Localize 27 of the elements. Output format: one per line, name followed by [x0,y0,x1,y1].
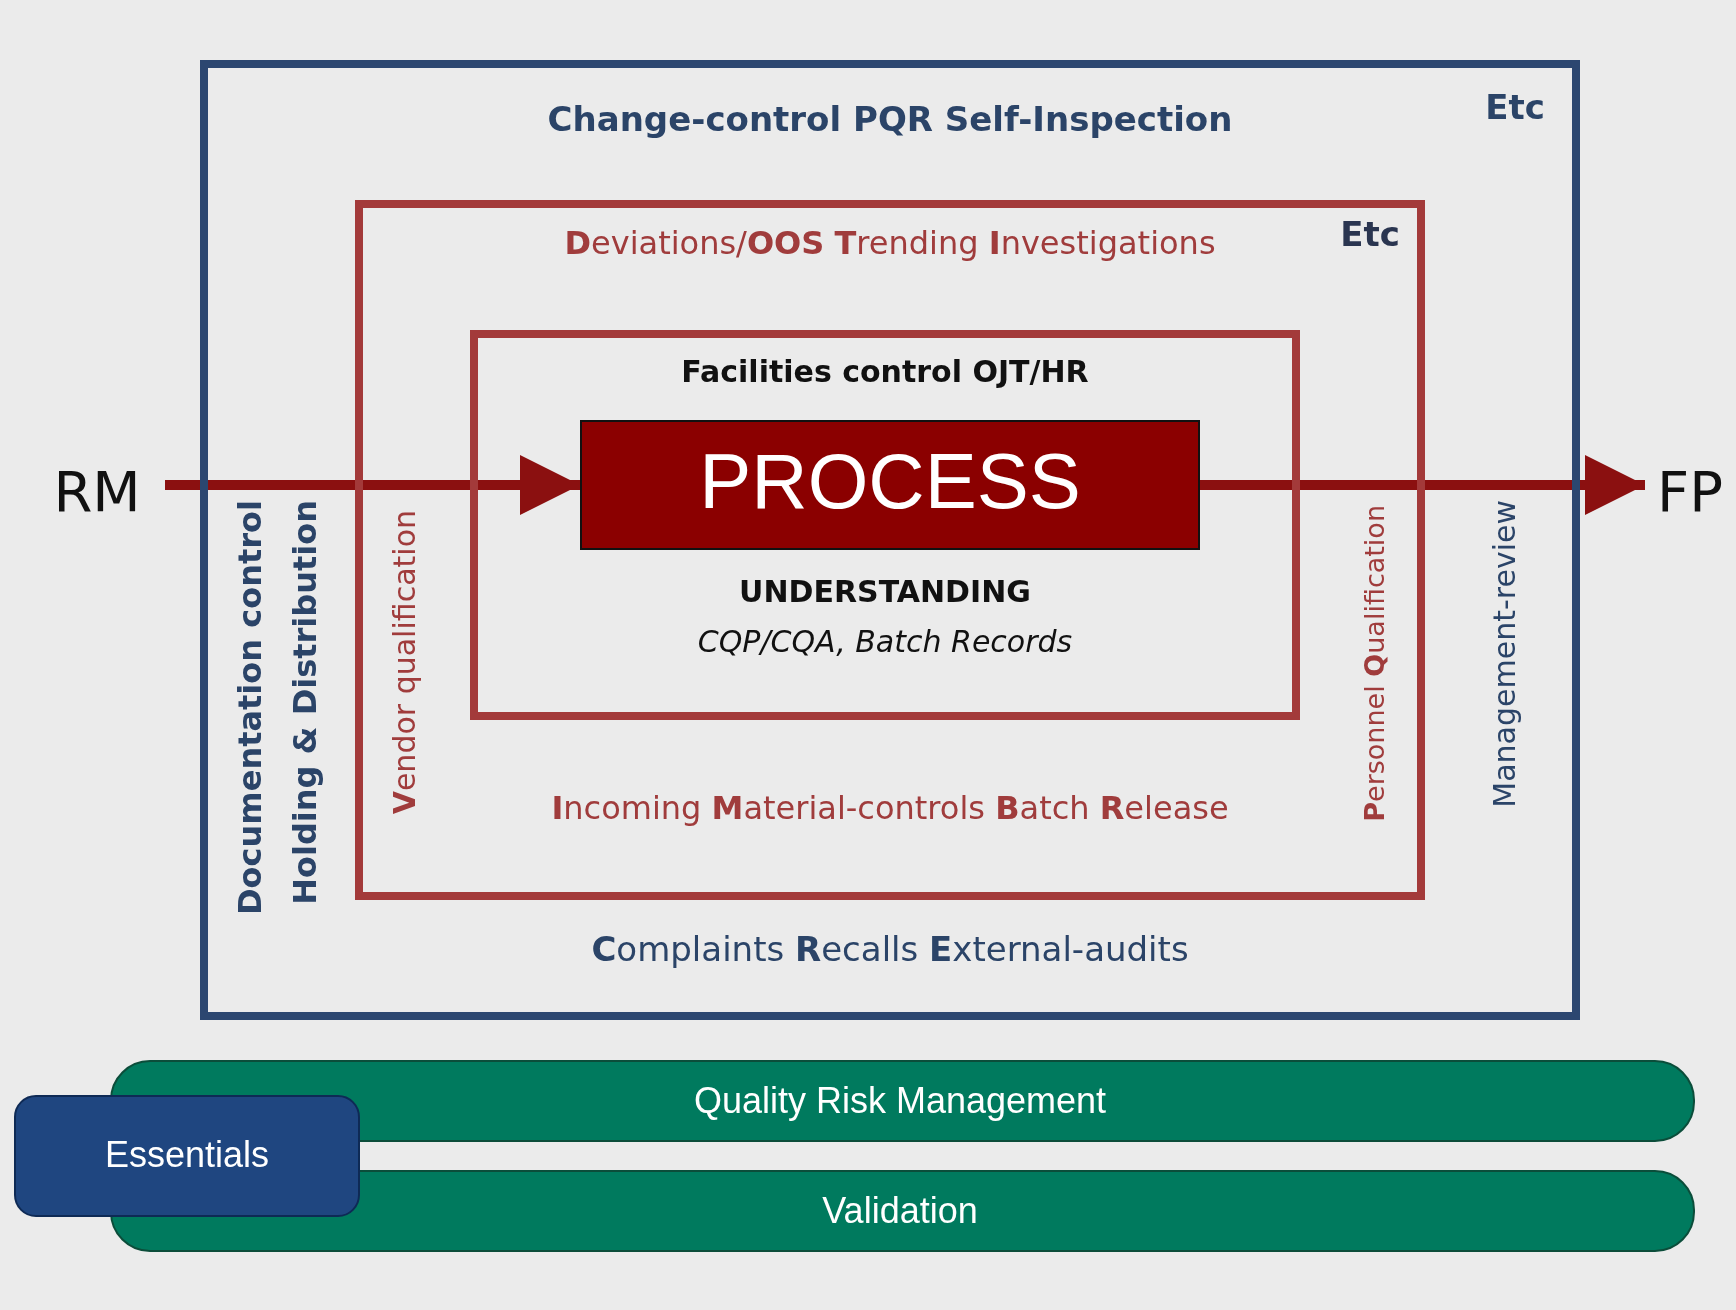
flow-arrow [165,455,580,515]
box-text: Holding & Distribution [286,500,324,905]
box-text: Quality Risk Management [693,1080,1107,1122]
box-text: Facilities control OJT/HR [681,355,1089,390]
box-text: CQP/CQA, Batch Records [697,625,1073,660]
box-text: Etc [1485,88,1545,128]
box-text: Deviations/OOS Trending Investigations [564,225,1216,262]
box-text: PROCESS [699,437,1081,527]
outer-frame [200,60,1580,1020]
box-text: Documentation control [231,500,269,915]
box-text: Personnel Qualification [1359,505,1391,822]
box-text: RM [53,460,141,525]
box-text: Essentials [104,1134,270,1176]
box-text: Incoming Material-controls Batch Release [551,790,1229,827]
box-text: Management-review [1487,500,1523,808]
box-text: Etc [1340,215,1400,255]
box-text: Validation [822,1190,978,1232]
box-text: UNDERSTANDING [739,575,1031,610]
box-text: Vendor qualification [387,510,423,815]
essentials-box [14,1095,360,1217]
inner-frame [470,330,1300,720]
middle-frame [355,200,1425,900]
box-text: Change-control PQR Self-Inspection [547,100,1233,140]
process-box [580,420,1200,550]
flow-arrow [1200,455,1645,515]
box-text: FP [1657,460,1723,525]
box-text: Complaints Recalls External-audits [591,930,1189,970]
